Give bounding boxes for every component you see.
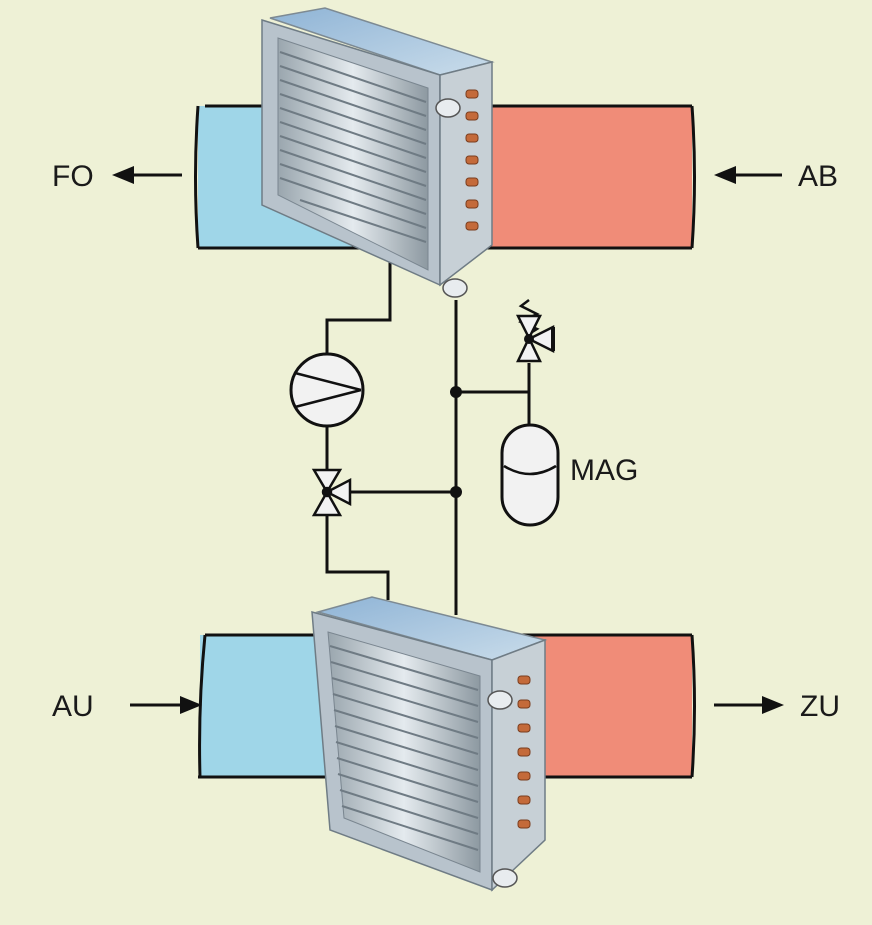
arrow-left-icon <box>112 166 182 184</box>
lower-duct-warm-section <box>520 635 692 777</box>
label-fo: FO <box>52 160 94 193</box>
upper-coil <box>261 7 495 298</box>
label-ab: AB <box>798 160 838 193</box>
label-mag: MAG <box>570 454 638 487</box>
label-au: AU <box>52 690 94 723</box>
arrow-right-icon <box>714 696 784 714</box>
junction-dot <box>450 386 462 398</box>
arrow-right-icon <box>130 696 202 714</box>
arrow-left-icon <box>714 166 782 184</box>
circulation-pump-icon <box>289 352 365 428</box>
lower-coil <box>311 596 548 892</box>
pipework <box>325 255 531 615</box>
three-way-valve-icon <box>311 468 352 517</box>
expansion-vessel-icon <box>500 423 560 527</box>
junction-dot <box>450 486 462 498</box>
safety-valve-icon <box>515 299 555 363</box>
label-zu: ZU <box>800 690 840 723</box>
